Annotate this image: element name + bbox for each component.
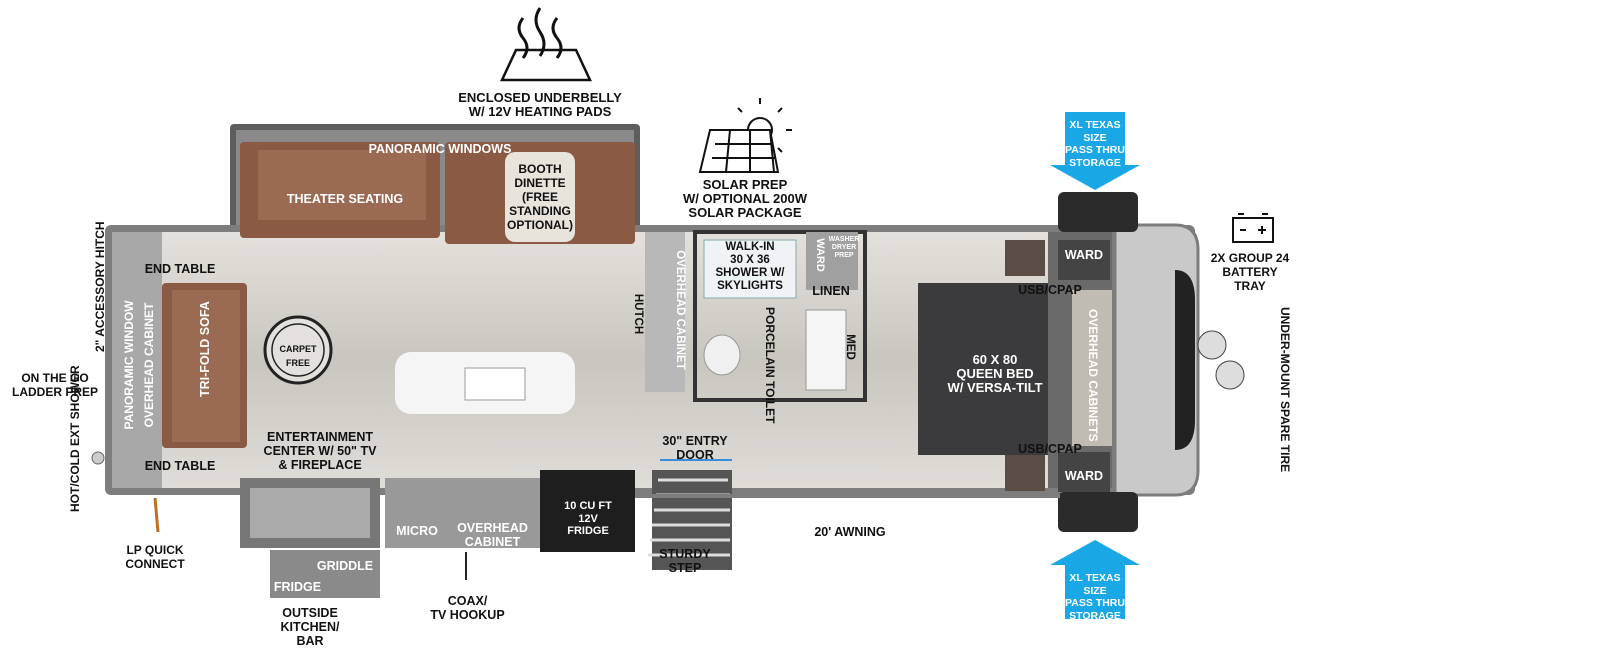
label-ward-small: WARD — [814, 238, 826, 272]
label-booth-dinette: BOOTH DINETTE (FREE STANDING OPTIONAL) — [507, 162, 573, 232]
label-tri-fold-sofa: TRI-FOLD SOFA — [198, 301, 212, 397]
label-carpet-free: CARPET FREE — [279, 344, 317, 368]
label-end-table-bottom: END TABLE — [144, 459, 216, 473]
label-washer-dryer-prep: WASHER DRYER PREP — [828, 236, 860, 259]
label-med: MED — [844, 334, 856, 360]
label-enclosed-underbelly: ENCLOSED UNDERBELLY W/ 12V HEATING PADS — [458, 90, 622, 119]
label-entertainment-center: ENTERTAINMENT CENTER W/ 50" TV & FIREPLA… — [263, 430, 377, 472]
solar-panel-icon — [698, 98, 792, 173]
label-sturdy-step: STURDY STEP — [659, 547, 711, 575]
storage-arrow-bottom — [1050, 540, 1140, 619]
label-fridge-outside: FRIDGE — [273, 580, 322, 594]
label-coax: COAX/ TV HOOKUP — [430, 594, 505, 622]
label-overhead-cabinets-right: OVERHEAD CABINETS — [1086, 309, 1100, 442]
label-end-table-top: END TABLE — [144, 262, 216, 276]
carpet-free-badge-icon — [263, 315, 333, 385]
label-panoramic-windows: PANORAMIC WINDOWS — [368, 142, 512, 156]
label-entry-door: 30" ENTRY DOOR — [662, 434, 728, 462]
label-linen: LINEN — [812, 284, 850, 298]
label-lp-quick-connect: LP QUICK CONNECT — [125, 543, 185, 571]
label-accessory-hitch: 2" ACCESSORY HITCH — [93, 221, 107, 352]
label-queen-bed: 60 X 80 QUEEN BED W/ VERSA-TILT — [947, 352, 1043, 395]
label-overhead-cabinet-bottom: OVERHEAD CABINET — [457, 521, 528, 549]
label-ext-shower: HOT/COLD EXT SHOWER — [68, 365, 82, 512]
label-ward-top: WARD — [1064, 248, 1104, 262]
label-porcelain-toilet: PORCELAIN TOILET — [763, 307, 777, 424]
label-walk-in-shower: WALK-IN 30 X 36 SHOWER W/ SKYLIGHTS — [715, 241, 785, 292]
label-hutch: HUTCH — [632, 293, 644, 335]
label-micro: MICRO — [396, 524, 438, 538]
storage-arrow-top — [1050, 112, 1140, 190]
label-griddle: GRIDDLE — [316, 559, 374, 573]
label-outside-kitchen: OUTSIDE KITCHEN/ BAR — [280, 606, 340, 648]
label-xl-storage-top: XL TEXAS SIZE PASS THRU STORAGE — [1065, 119, 1125, 169]
label-usb-cpap-top: USB/CPAP — [1018, 283, 1082, 297]
heating-pad-icon — [500, 7, 592, 82]
label-theater-seating: THEATER SEATING — [286, 192, 404, 206]
label-ladder-prep: ON THE GO LADDER PREP — [11, 371, 98, 399]
label-usb-cpap-bottom: USB/CPAP — [1018, 442, 1082, 456]
label-fridge-inside: 10 CU FT 12V FRIDGE — [564, 500, 612, 537]
label-spare-tire: UNDER-MOUNT SPARE TIRE — [1278, 307, 1292, 473]
label-solar-prep: SOLAR PREP W/ OPTIONAL 200W SOLAR PACKAG… — [683, 177, 807, 220]
label-overhead-cabinet-mid: OVERHEAD CABINET — [674, 250, 686, 370]
label-overhead-cabinet-left: OVERHEAD CABINET — [142, 302, 156, 428]
battery-icon — [1232, 213, 1274, 243]
label-panoramic-window: PANORAMIC WINDOW — [122, 300, 136, 430]
label-awning: 20' AWNING — [814, 525, 886, 539]
label-battery-tray: 2X GROUP 24 BATTERY TRAY — [1210, 251, 1290, 293]
label-ward-bottom: WARD — [1064, 469, 1104, 483]
label-xl-storage-bottom: XL TEXAS SIZE PASS THRU STORAGE — [1065, 572, 1125, 622]
